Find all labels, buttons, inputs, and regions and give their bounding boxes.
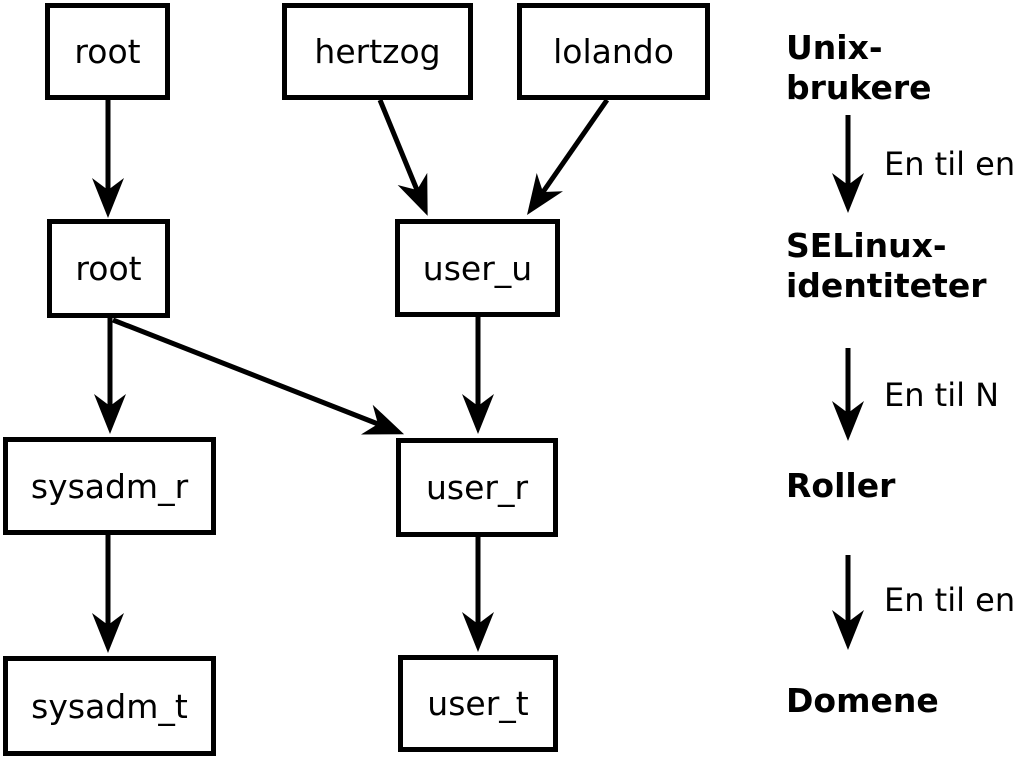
node-unix-root: root <box>45 3 170 100</box>
node-selinux-root: root <box>47 219 170 318</box>
node-sysadm-t: sysadm_t <box>3 656 216 756</box>
node-label: user_u <box>422 248 533 288</box>
legend-level-roles: Roller <box>786 466 896 505</box>
legend-level-unix-users: Unix-brukere <box>786 28 932 107</box>
node-label: sysadm_r <box>30 466 189 506</box>
node-label: hertzog <box>314 32 441 71</box>
node-label: lolando <box>553 32 674 71</box>
arrow-selinuxroot-to-userr <box>112 317 405 435</box>
legend-mapping-one-to-one-2: En til en <box>884 581 1016 619</box>
node-label: sysadm_t <box>31 686 188 726</box>
node-user-r: user_r <box>396 438 558 537</box>
node-label: root <box>74 32 141 71</box>
legend-mapping-one-to-one-1: En til en <box>884 145 1016 183</box>
node-lolando: lolando <box>517 3 710 100</box>
node-label: user_r <box>425 468 529 507</box>
node-sysadm-r: sysadm_r <box>3 437 216 535</box>
node-hertzog: hertzog <box>282 3 473 100</box>
legend-mapping-one-to-n: En til N <box>884 376 1000 414</box>
node-user-t: user_t <box>398 655 558 752</box>
node-label: root <box>75 249 142 288</box>
legend-level-domains: Domene <box>786 681 939 720</box>
legend-level-selinux-identities: SELinux- identiteter <box>786 226 987 305</box>
node-user-u: user_u <box>395 219 560 317</box>
node-label: user_t <box>427 684 529 723</box>
arrow-lolando-to-useru <box>527 98 610 215</box>
arrow-hertzog-to-useru <box>377 99 428 216</box>
